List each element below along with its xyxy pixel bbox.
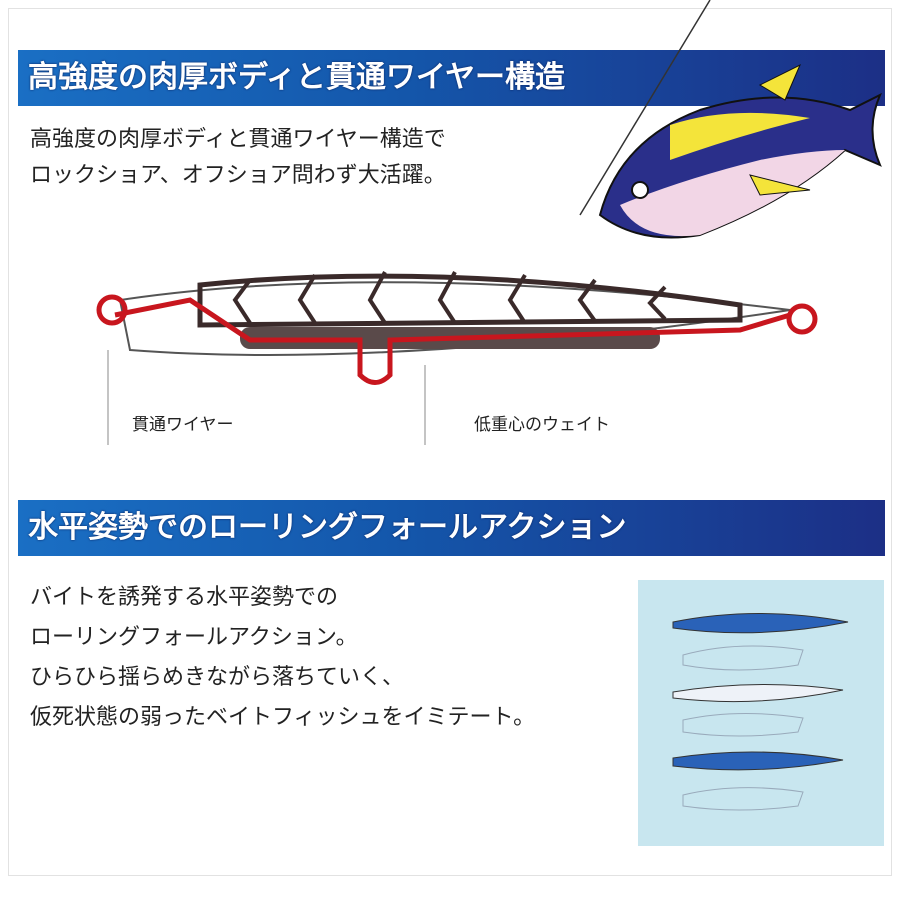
section1-line-2: ロックショア、オフショア問わず大活躍。 — [30, 163, 446, 188]
section1-title: 高強度の肉厚ボディと貫通ワイヤー構造 — [18, 50, 885, 106]
section2-line-3: ひらひら揺らめきながら落ちていく、 — [30, 665, 405, 690]
lure-3 — [672, 751, 844, 811]
falling-action-illustration — [638, 580, 884, 846]
label-wire: 貫通ワイヤー — [132, 415, 234, 435]
label-weight: 低重心のウェイト — [474, 415, 610, 435]
lure-1 — [672, 613, 849, 671]
tuna-illustration — [579, 0, 882, 239]
section2-line-2: ローリングフォールアクション。 — [30, 625, 358, 650]
section1-line-1: 高強度の肉厚ボディと貫通ワイヤー構造で — [30, 127, 446, 152]
section2-title: 水平姿勢でのローリングフォールアクション — [18, 500, 885, 556]
content-frame — [8, 8, 892, 876]
lure-cross-section — [96, 271, 818, 445]
lure-2 — [672, 683, 844, 737]
section2-line-4: 仮死状態の弱ったベイトフィッシュをイミテート。 — [30, 705, 536, 730]
section2-line-1: バイトを誘発する水平姿勢での — [30, 585, 339, 610]
